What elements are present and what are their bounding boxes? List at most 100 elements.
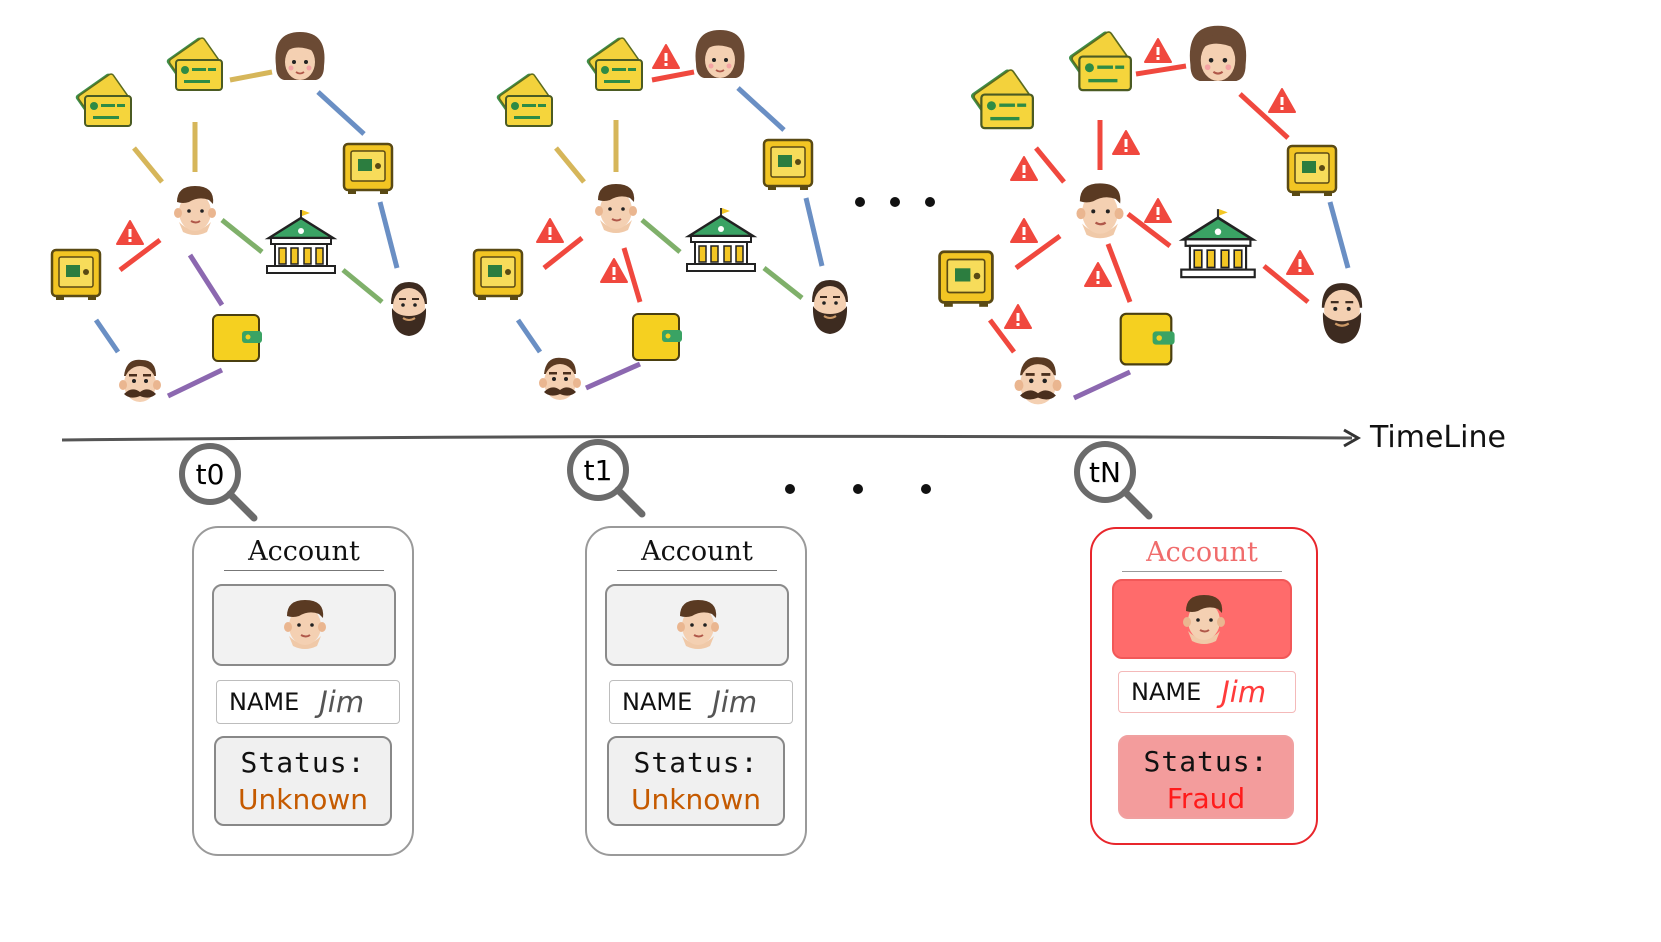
ellipsis-bottom — [785, 484, 931, 494]
edge — [515, 318, 543, 354]
avatar — [212, 584, 396, 666]
warning-icon — [1084, 262, 1112, 287]
graph-t0 — [50, 31, 428, 402]
edge — [187, 253, 225, 307]
edge-suspicious — [1238, 92, 1290, 140]
safe-icon — [342, 142, 394, 196]
name-value: Jim — [319, 685, 365, 719]
account-card-t1: Account NAME Jim Status: Unknown — [585, 526, 807, 856]
timeline — [61, 428, 1362, 448]
mustache-man-avatar-icon — [1014, 357, 1062, 405]
mustache-man-avatar-icon — [539, 357, 581, 400]
edge — [1072, 369, 1132, 401]
bank-icon — [265, 208, 337, 275]
edge-suspicious — [621, 247, 643, 303]
status-value: Unknown — [238, 783, 368, 816]
status-label: Status: — [240, 746, 366, 779]
card-title: Account — [224, 536, 384, 571]
name-field: NAME Jim — [216, 680, 400, 724]
edge-suspicious — [542, 236, 584, 270]
name-label: NAME — [622, 688, 693, 716]
ellipsis-top — [855, 197, 935, 207]
edge — [762, 266, 804, 300]
edge — [377, 201, 400, 269]
warning-icon — [536, 218, 564, 243]
account-card-t0: Account NAME Jim Status: Unknown — [192, 526, 414, 856]
name-label: NAME — [1131, 678, 1202, 706]
avatar — [605, 584, 789, 666]
name-value: Jim — [1221, 675, 1267, 709]
safe-icon — [938, 250, 994, 309]
man-avatar-icon — [173, 185, 217, 236]
edge-suspicious — [1262, 264, 1310, 304]
edge-suspicious — [1105, 243, 1133, 303]
warning-icon — [1010, 218, 1038, 243]
edge-suspicious — [118, 238, 162, 272]
graph-tN — [938, 24, 1364, 405]
edge-suspicious — [988, 318, 1016, 354]
man-avatar-icon — [1182, 594, 1226, 645]
edge — [132, 146, 164, 184]
woman-avatar-icon — [274, 31, 326, 81]
wallet-icon — [1119, 312, 1176, 366]
edge-suspicious — [1034, 146, 1066, 184]
account-card-tN: Account NAME Jim Status: Fraud — [1090, 527, 1318, 845]
warning-icon — [116, 220, 144, 245]
wallet-icon — [632, 313, 683, 361]
edge-suspicious — [1014, 233, 1062, 271]
credit-card-icon — [73, 71, 132, 127]
safe-icon — [762, 138, 814, 192]
warning-icon — [1268, 88, 1296, 113]
bearded-man-avatar-icon — [811, 279, 849, 335]
timeline-arrowhead — [1343, 428, 1362, 448]
edge — [341, 268, 384, 304]
safe-icon — [472, 248, 524, 302]
edge — [803, 197, 825, 267]
edge — [220, 218, 264, 254]
warning-icon — [1004, 304, 1032, 329]
edge — [584, 361, 642, 391]
timeline-axis — [61, 434, 1353, 442]
credit-card-icon — [968, 67, 1035, 130]
graph-t1 — [472, 29, 849, 400]
man-avatar-icon — [283, 599, 327, 650]
credit-card-icon — [494, 71, 553, 127]
credit-card-icon — [1066, 29, 1133, 92]
warning-icon — [1010, 156, 1038, 181]
edge — [736, 86, 786, 132]
name-value: Jim — [712, 685, 758, 719]
bank-icon — [685, 206, 757, 273]
edge — [640, 218, 682, 254]
man-avatar-icon — [1075, 182, 1125, 240]
card-title: Account — [1122, 537, 1282, 572]
bearded-man-avatar-icon — [1320, 281, 1364, 345]
snapshot-label-t1: t1 — [584, 454, 613, 487]
warning-icon — [652, 44, 680, 69]
bank-icon — [1179, 207, 1257, 279]
timeline-label: TimeLine — [1370, 420, 1506, 455]
woman-avatar-icon — [1188, 24, 1248, 83]
credit-card-icon — [584, 35, 643, 91]
mustache-man-avatar-icon — [119, 359, 161, 402]
name-field: NAME Jim — [609, 680, 793, 724]
bearded-man-avatar-icon — [390, 281, 428, 337]
woman-avatar-icon — [694, 29, 746, 79]
man-avatar-icon — [594, 183, 638, 234]
snapshot-label-t0: t0 — [196, 458, 225, 491]
warning-icon — [600, 258, 628, 283]
status-field: Status: Fraud — [1118, 735, 1294, 819]
warning-icon — [1112, 130, 1140, 155]
edge — [316, 90, 366, 136]
status-value: Fraud — [1166, 782, 1246, 815]
snapshot-label-tN: tN — [1089, 456, 1121, 489]
status-value: Unknown — [631, 783, 761, 816]
edge — [1327, 201, 1351, 269]
warning-icon — [1286, 250, 1314, 275]
safe-icon — [1286, 144, 1338, 198]
edge — [229, 69, 273, 83]
wallet-icon — [212, 314, 263, 362]
warning-icon — [1144, 198, 1172, 223]
safe-icon — [50, 248, 102, 302]
